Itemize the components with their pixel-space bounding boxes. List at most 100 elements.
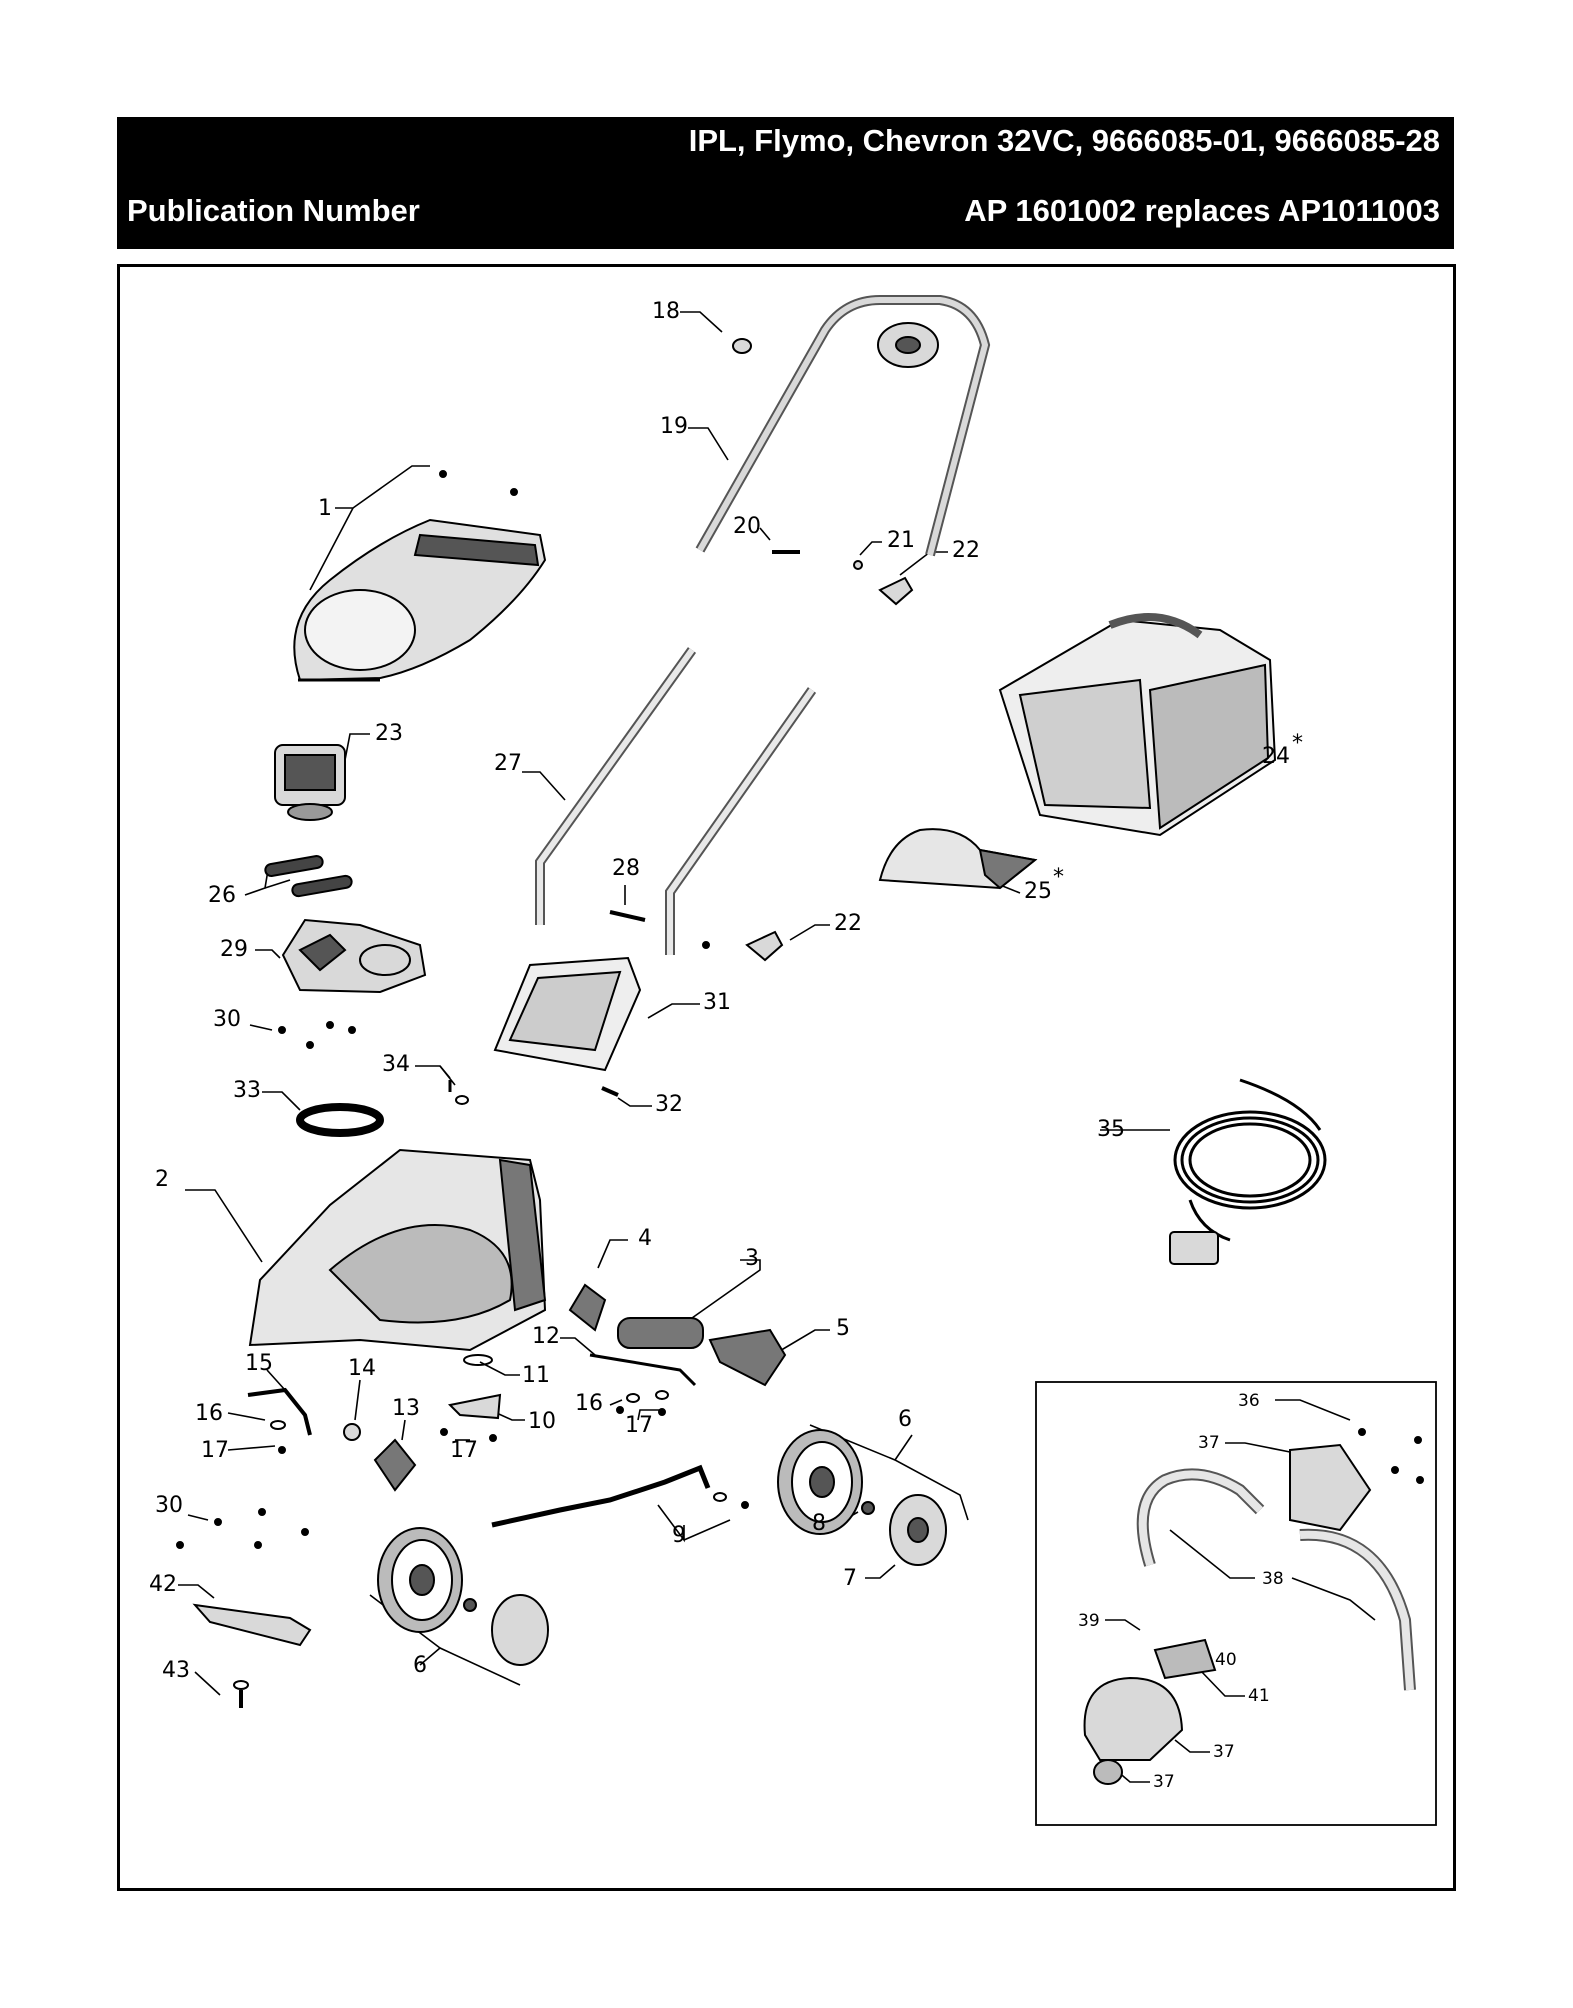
part-11-spring — [463, 1354, 493, 1366]
part-5-bracket — [708, 1328, 787, 1387]
part-30-screws — [278, 1021, 356, 1049]
part-6-rear-wheel — [777, 1429, 863, 1535]
part-23-motor — [274, 744, 346, 821]
part-30b-screws — [176, 1508, 309, 1549]
callout-38: 38 — [1262, 1569, 1284, 1589]
part-27-lower-handle — [535, 647, 817, 955]
callout-28: 28 — [612, 856, 640, 881]
callout-16a: 16 — [195, 1401, 223, 1426]
part-shapes — [176, 295, 1424, 1785]
diagram-frame — [117, 264, 1456, 1891]
part-15-height-rod — [247, 1387, 312, 1436]
part-29-motor-housing — [281, 918, 427, 994]
part-31-rear-flap — [493, 956, 642, 1072]
part-35-power-cable — [1169, 1078, 1327, 1265]
part-17-screws — [278, 1406, 666, 1454]
callout-36: 36 — [1238, 1391, 1260, 1411]
inset-handle-parts — [1083, 1428, 1424, 1785]
callout-37a: 37 — [1198, 1433, 1220, 1453]
callout-26: 26 — [208, 883, 236, 908]
callout-33: 33 — [233, 1078, 261, 1103]
callout-6-right: 6 — [898, 1407, 912, 1432]
callout-41: 41 — [1248, 1686, 1270, 1706]
callout-17b: 17 — [625, 1413, 653, 1438]
part-33-drive-belt — [296, 1103, 384, 1137]
callout-30b: 30 — [155, 1493, 183, 1518]
part-24-grass-box — [998, 613, 1277, 837]
callout-40: 40 — [1215, 1650, 1237, 1670]
callout-4: 4 — [638, 1226, 652, 1251]
callout-15: 15 — [245, 1351, 273, 1376]
part-28-bolt — [609, 910, 646, 922]
callout-43: 43 — [162, 1658, 190, 1683]
leader-lines — [178, 311, 1376, 1783]
callout-17c: 17 — [450, 1438, 478, 1463]
callout-17a: 17 — [201, 1438, 229, 1463]
callout-25: 25 — [1024, 879, 1052, 904]
callout-19: 19 — [660, 414, 688, 439]
callout-10: 10 — [528, 1409, 556, 1434]
part-26-carbon-brushes — [264, 855, 353, 898]
callout-37b: 37 — [1213, 1742, 1235, 1762]
callout-22a: 22 — [952, 538, 980, 563]
part-25-mulch-plug — [878, 828, 1038, 890]
callout-35: 35 — [1097, 1117, 1125, 1142]
part-4-bearing — [568, 1283, 607, 1332]
part-22-handle-knob — [878, 576, 914, 606]
callout-8: 8 — [812, 1511, 826, 1536]
callout-22b: 22 — [834, 911, 862, 936]
callout-20: 20 — [733, 514, 761, 539]
part-9-height-bar — [491, 1464, 749, 1528]
callout-25-asterisk: * — [1053, 865, 1064, 890]
header-bar: IPL, Flymo, Chevron 32VC, 9666085-01, 96… — [117, 117, 1454, 249]
callout-24-asterisk: * — [1292, 731, 1303, 756]
callout-3: 3 — [745, 1246, 759, 1271]
publication-number-value: AP 1601002 replaces AP1011003 — [964, 193, 1440, 228]
inset-box — [1035, 1381, 1437, 1826]
part-14-clip — [343, 1423, 361, 1441]
callout-labels: 18 19 1 20 21 22 23 27 24 * 26 28 25 * 2… — [149, 299, 1303, 1792]
callout-29: 29 — [220, 937, 248, 962]
part-8-nut — [861, 1501, 875, 1515]
callout-5: 5 — [836, 1316, 850, 1341]
callout-30a: 30 — [213, 1007, 241, 1032]
part-19-upper-handle — [695, 295, 991, 557]
part-12-axle — [589, 1353, 697, 1387]
part-13-bracket — [373, 1438, 417, 1492]
callout-34: 34 — [382, 1052, 410, 1077]
part-32-spring — [601, 1086, 619, 1097]
part-1-motor-cover — [293, 470, 547, 682]
part-34-screw-washer — [448, 1080, 469, 1105]
callout-11: 11 — [522, 1363, 550, 1388]
callout-1: 1 — [318, 496, 332, 521]
part-3-rear-roller — [617, 1317, 704, 1349]
part-10-lever — [447, 1393, 502, 1420]
part-21-nut — [853, 560, 863, 570]
part-2-mower-deck — [248, 1148, 547, 1352]
callout-12: 12 — [532, 1324, 560, 1349]
callout-37c: 37 — [1153, 1772, 1175, 1792]
callout-14: 14 — [348, 1356, 376, 1381]
part-16-washers — [270, 1390, 669, 1430]
callout-23: 23 — [375, 721, 403, 746]
callout-13: 13 — [392, 1396, 420, 1421]
part-43-blade-bolt — [233, 1680, 249, 1708]
callout-24: 24 — [1262, 744, 1290, 769]
callout-16b: 16 — [575, 1391, 603, 1416]
callout-27: 27 — [494, 751, 522, 776]
callout-42: 42 — [149, 1572, 177, 1597]
document-title: IPL, Flymo, Chevron 32VC, 9666085-01, 96… — [688, 123, 1440, 158]
callout-9: 9 — [672, 1523, 686, 1548]
callout-2: 2 — [155, 1167, 169, 1192]
callout-6-left: 6 — [413, 1653, 427, 1678]
callout-32: 32 — [655, 1092, 683, 1117]
callout-21: 21 — [887, 528, 915, 553]
callout-31: 31 — [703, 990, 731, 1015]
part-18-clip — [732, 338, 752, 354]
publication-number-label: Publication Number — [127, 193, 420, 228]
callout-7: 7 — [843, 1566, 857, 1591]
callout-39: 39 — [1078, 1611, 1100, 1631]
part-6b-front-wheel — [377, 1527, 549, 1666]
callout-18: 18 — [652, 299, 680, 324]
